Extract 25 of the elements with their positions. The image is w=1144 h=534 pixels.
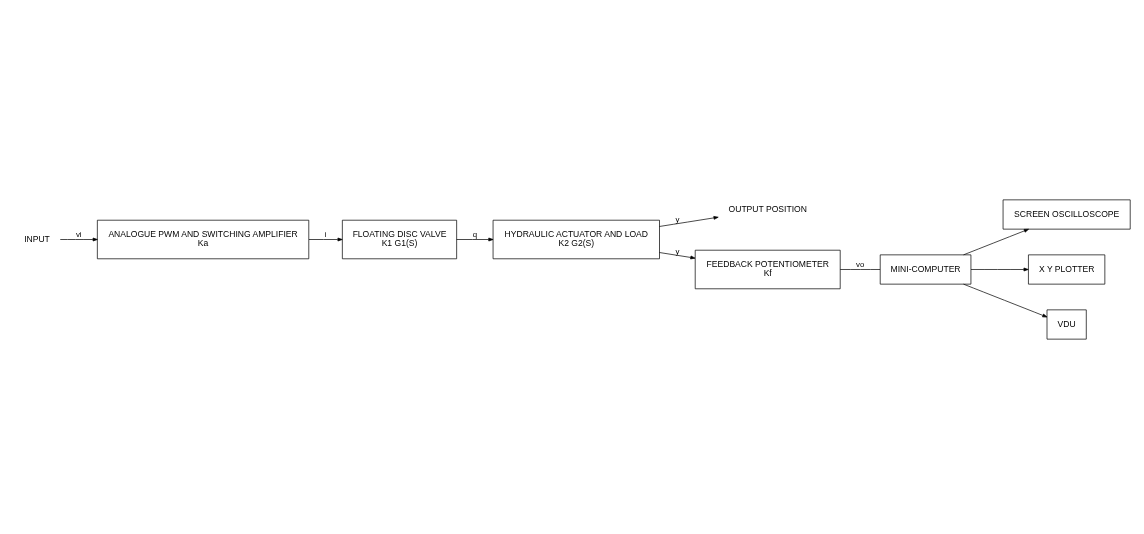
- arrow: [659, 216, 719, 227]
- node-box: MINI-COMPUTER: [879, 254, 972, 285]
- node-box: FLOATING DISC VALVE K1 G1(S): [342, 219, 457, 260]
- arrow: [59, 237, 98, 242]
- arrow: [970, 267, 1029, 272]
- edge-label: y: [675, 214, 680, 224]
- edge-label: i: [324, 230, 327, 240]
- edge-label: vo: [856, 260, 865, 270]
- node-text: OUTPUT POSITION: [728, 203, 807, 214]
- node-box: X Y PLOTTER: [1028, 254, 1106, 285]
- node-text: INPUT: [24, 233, 50, 244]
- edge-label: vi: [75, 230, 82, 240]
- arrow: [963, 283, 1048, 318]
- edge-label: q: [472, 230, 478, 240]
- arrow: [963, 228, 1029, 256]
- node-box: FEEDBACK POTENTIOMETER Kf: [694, 249, 841, 290]
- node-box: VDU: [1046, 309, 1087, 340]
- edge-label: y: [675, 246, 680, 256]
- connector: [839, 269, 881, 270]
- node-box: HYDRAULIC ACTUATOR AND LOAD K2 G2(S): [492, 219, 660, 260]
- node-box: ANALOGUE PWM AND SWITCHING AMPLIFIER Ka: [97, 219, 310, 260]
- arrow: [308, 237, 343, 242]
- arrow: [659, 252, 696, 260]
- arrow: [456, 237, 494, 242]
- node-box: SCREEN OSCILLOSCOPE: [1002, 199, 1131, 230]
